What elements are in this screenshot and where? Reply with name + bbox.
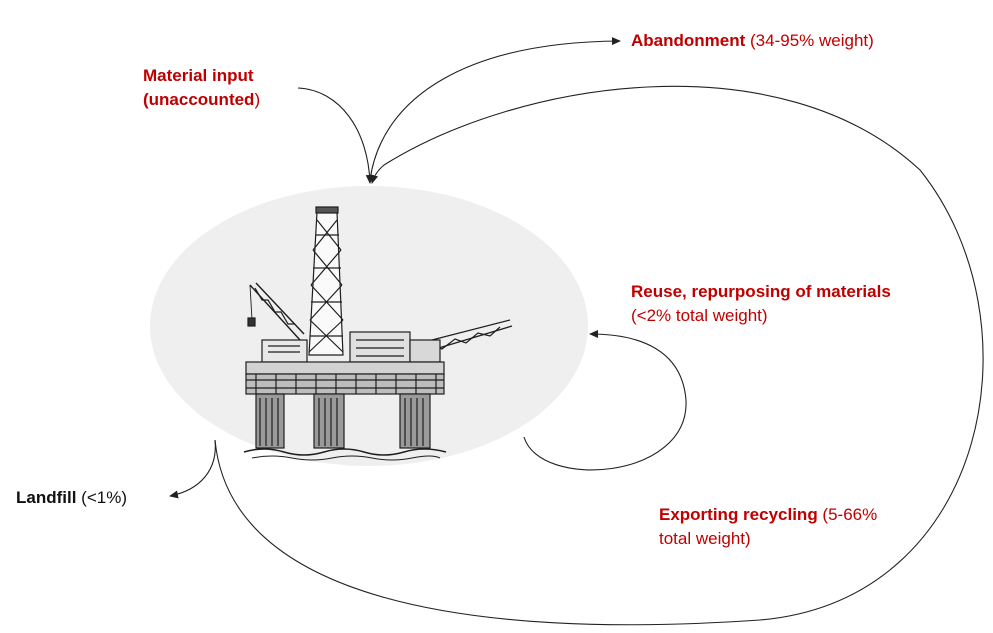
landfill-arrow xyxy=(169,439,216,499)
material-input-line2: (unaccounted xyxy=(143,90,255,109)
material-input-line2-wrap: (unaccounted) xyxy=(143,88,260,112)
exporting-recycling-loop-arrow xyxy=(214,85,984,626)
landfill-detail: (<1%) xyxy=(76,488,127,507)
reuse-label: Reuse, repurposing of materials (<2% tot… xyxy=(631,280,891,328)
abandonment-label: Abandonment (34-95% weight) xyxy=(631,29,874,53)
exporting-title: Exporting recycling xyxy=(659,505,818,524)
reuse-loop-arrow xyxy=(523,330,687,471)
reuse-detail: (<2% total weight) xyxy=(631,306,768,325)
abandonment-arrow xyxy=(369,37,621,181)
abandonment-detail: (34-95% weight) xyxy=(745,31,874,50)
landfill-title: Landfill xyxy=(16,488,77,507)
exporting-detail-line2: total weight) xyxy=(659,529,751,548)
exporting-recycling-label: Exporting recycling (5-66% total weight) xyxy=(659,503,877,551)
abandonment-title: Abandonment xyxy=(631,31,746,50)
material-input-line2-tail: ) xyxy=(254,90,261,109)
material-input-label: Material input (unaccounted) xyxy=(143,64,260,112)
material-input-line1: Material input xyxy=(143,66,254,85)
exporting-detail-inline: (5-66% xyxy=(817,505,878,524)
landfill-label: Landfill (<1%) xyxy=(16,486,127,510)
offshore-oil-platform-icon xyxy=(243,206,513,461)
material-input-arrow xyxy=(297,87,374,184)
reuse-title: Reuse, repurposing of materials xyxy=(631,282,891,301)
platform-backdrop-ellipse xyxy=(150,186,588,466)
